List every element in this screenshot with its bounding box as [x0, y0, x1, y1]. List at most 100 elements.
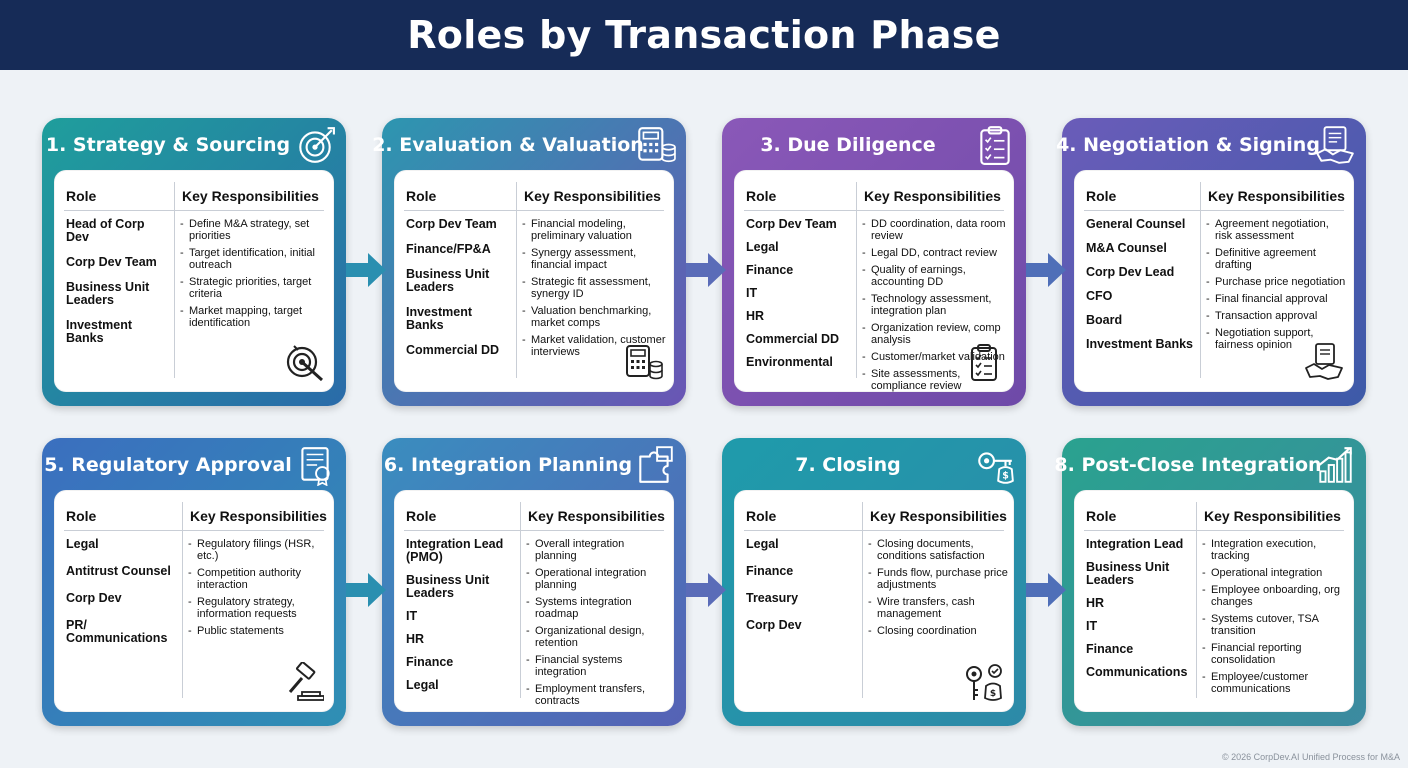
responsibility-item: Legal DD, contract review	[862, 247, 1008, 259]
responsibilities-column-header: Key Responsibilities	[528, 508, 665, 524]
role-name: Finance	[746, 564, 794, 578]
responsibility-item: Agreement negotiation, risk assessment	[1206, 218, 1348, 242]
responsibility-item: Strategic priorities, target criteria	[180, 276, 328, 300]
role-name: Integration Lead (PMO)	[406, 537, 504, 564]
phase-title: 4. Negotiation & Signing	[1056, 134, 1320, 156]
clipboard-icon	[974, 124, 1016, 166]
role-name: Corp Dev Lead	[1086, 265, 1175, 279]
responsibility-item: Integration execution, tracking	[1202, 538, 1348, 562]
handshake-icon	[1314, 124, 1356, 166]
responsibilities-column-header: Key Responsibilities	[864, 188, 1001, 204]
responsibility-list: Integration execution, trackingOperation…	[1202, 538, 1348, 700]
responsibility-item: Final financial approval	[1206, 293, 1348, 305]
svg-text:$: $	[990, 689, 996, 699]
column-divider	[1200, 182, 1201, 378]
header-divider	[64, 210, 324, 211]
responsibility-item: Financial reporting consolidation	[1202, 642, 1348, 666]
responsibility-list: Overall integration planningOperational …	[526, 538, 668, 712]
column-divider	[1196, 502, 1197, 698]
role-name: Commercial DD	[746, 332, 840, 346]
clipboard-illustration-icon	[964, 342, 1004, 382]
responsibility-item: Operational integration planning	[526, 567, 668, 591]
responsibility-item: Synergy assessment, financial impact	[522, 247, 668, 271]
role-name: Legal	[406, 678, 439, 692]
keys-icon: $	[974, 444, 1016, 486]
column-divider	[856, 182, 857, 378]
role-name: Antitrust Counsel	[66, 564, 171, 578]
role-name: Legal	[746, 240, 779, 254]
gavel-icon	[294, 444, 336, 487]
role-name: HR	[1086, 596, 1105, 610]
header-divider	[404, 530, 664, 531]
flow-arrow-icon	[1024, 248, 1068, 292]
phase-title: 8. Post-Close Integration	[1054, 454, 1322, 476]
header-divider	[1084, 530, 1344, 531]
responsibility-item: Overall integration planning	[526, 538, 668, 562]
role-name: CFO	[1086, 289, 1113, 303]
role-name: Corp Dev Team	[66, 255, 157, 269]
calculator-illustration-icon	[624, 342, 664, 382]
role-name: M&A Counsel	[1086, 241, 1167, 255]
responsibility-item: Organizational design, retention	[526, 625, 668, 649]
responsibility-item: Market mapping, target identification	[180, 305, 328, 329]
responsibility-item: Employment transfers, contracts	[526, 683, 668, 707]
role-name: Corp Dev	[746, 618, 802, 632]
responsibility-list: Define M&A strategy, set prioritiesTarge…	[180, 218, 328, 334]
responsibility-list: Regulatory filings (HSR, etc.)Competitio…	[188, 538, 328, 642]
phase-title: 6. Integration Planning	[383, 454, 633, 476]
phase-title: 7. Closing	[795, 454, 901, 476]
role-name: Business Unit Leaders	[406, 573, 490, 600]
role-column-header: Role	[746, 188, 777, 204]
role-column-header: Role	[1086, 508, 1117, 524]
target-icon	[294, 124, 336, 166]
flow-arrow-icon	[684, 568, 728, 612]
handshake-illustration-icon	[1304, 342, 1344, 382]
header-divider	[1084, 210, 1344, 211]
responsibility-item: Define M&A strategy, set priorities	[180, 218, 328, 242]
role-name: Business Unit Leaders	[1086, 560, 1170, 587]
header-divider	[744, 530, 1004, 531]
responsibilities-column-header: Key Responsibilities	[524, 188, 661, 204]
growth-chart-icon	[1314, 444, 1356, 486]
role-name: Finance/FP&A	[406, 242, 491, 256]
keys-illustration-icon: $	[964, 662, 1004, 702]
role-name: Legal	[66, 537, 99, 551]
role-name: IT	[406, 609, 418, 623]
role-name: Finance	[1086, 642, 1134, 656]
role-name: Environmental	[746, 355, 833, 369]
responsibility-item: Regulatory filings (HSR, etc.)	[188, 538, 328, 562]
role-name: IT	[1086, 619, 1098, 633]
flow-arrow-icon	[344, 248, 388, 292]
responsibilities-column-header: Key Responsibilities	[1208, 188, 1345, 204]
responsibility-list: Agreement negotiation, risk assessmentDe…	[1206, 218, 1348, 356]
role-name: Business Unit Leaders	[406, 267, 490, 294]
responsibilities-column-header: Key Responsibilities	[1204, 508, 1341, 524]
responsibilities-column-header: Key Responsibilities	[870, 508, 1007, 524]
responsibility-item: Negotiation support, fairness opinion	[1206, 327, 1348, 351]
role-name: Board	[1086, 313, 1123, 327]
role-name: Commercial DD	[406, 343, 500, 357]
role-name: PR/ Communications	[66, 618, 168, 645]
copyright-footer: © 2026 CorpDev.AI Unified Process for M&…	[1221, 752, 1400, 762]
target-illustration-icon	[284, 342, 324, 382]
role-name: Legal	[746, 537, 779, 551]
responsibility-item: Organization review, comp analysis	[862, 322, 1008, 346]
role-column-header: Role	[406, 508, 437, 524]
responsibilities-column-header: Key Responsibilities	[182, 188, 319, 204]
role-name: Corp Dev Team	[406, 217, 497, 231]
role-column-header: Role	[406, 188, 437, 204]
responsibility-item: Wire transfers, cash management	[868, 596, 1008, 620]
responsibility-item: DD coordination, data room review	[862, 218, 1008, 242]
